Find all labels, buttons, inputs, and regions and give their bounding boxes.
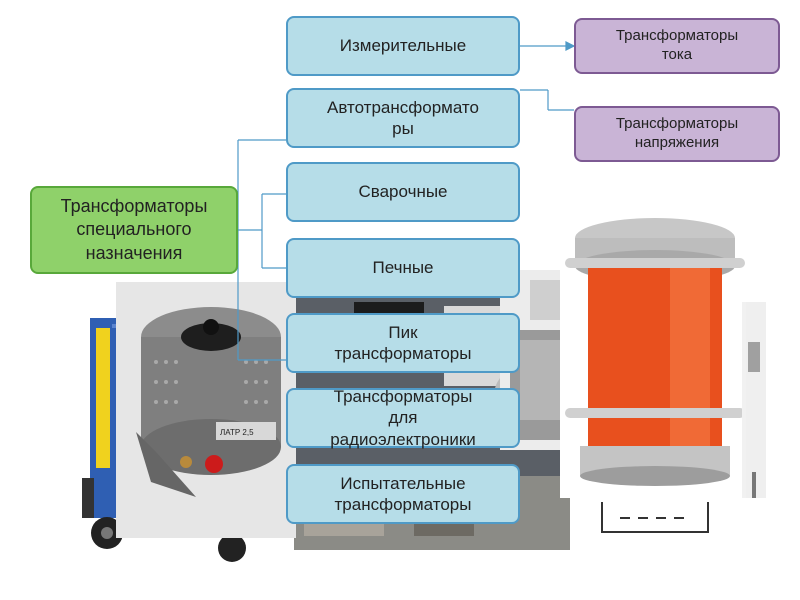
subtype-label: Трансформаторы напряжения — [615, 115, 739, 151]
root-label: Трансформаторы специального назначения — [60, 195, 208, 263]
root-node: Трансформаторы специального назначения — [30, 186, 238, 274]
category-autotransformers: Автотрансформато ры — [286, 88, 520, 148]
category-furnace: Печные — [286, 238, 520, 298]
category-label: Пик трансформаторы — [334, 322, 472, 363]
plate-label: ЛАТР 2,5 — [220, 428, 254, 437]
category-measuring: Измерительные — [286, 16, 520, 76]
category-peak: Пик трансформаторы — [286, 313, 520, 373]
subtype-label: Трансформаторы тока — [615, 27, 739, 63]
category-testing: Испытательные трансформаторы — [286, 464, 520, 524]
category-label: Сварочные — [358, 182, 448, 202]
subtype-voltage: Трансформаторы напряжения — [574, 106, 780, 162]
category-label: Испытательные трансформаторы — [334, 473, 472, 514]
autotransformer-photo: ЛАТР 2,5 — [116, 282, 296, 538]
category-radio-electronics: Трансформаторы для радиоэлектроники — [286, 387, 520, 449]
category-welding: Сварочные — [286, 162, 520, 222]
base-fragment — [596, 498, 716, 538]
category-label: Печные — [372, 258, 434, 278]
subtype-current: Трансформаторы тока — [574, 18, 780, 74]
category-label: Измерительные — [339, 36, 467, 56]
side-fragment — [742, 302, 766, 498]
test-transformer-photo — [560, 198, 750, 498]
category-label: Трансформаторы для радиоэлектроники — [330, 387, 476, 449]
category-label: Автотрансформато ры — [327, 97, 479, 138]
